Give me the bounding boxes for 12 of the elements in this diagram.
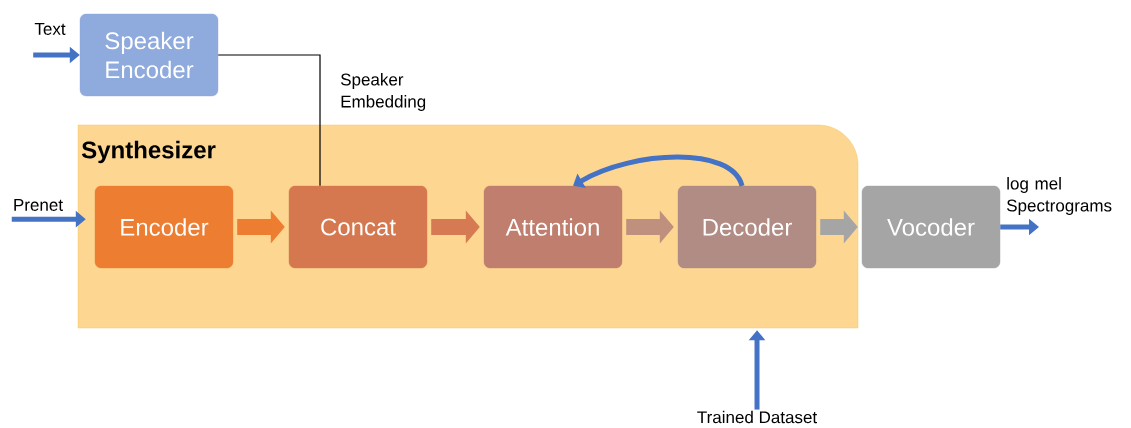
input-label: Prenet [14, 199, 63, 211]
process-box: Attention [483, 185, 623, 269]
encoder-box: Speaker Encoder [79, 13, 219, 97]
process-box: Encoder [94, 185, 234, 269]
edge-label: Speaker Embedding [340, 73, 426, 111]
input-label: log mel Spectrograms [1007, 177, 1112, 215]
input-label: Text [34, 23, 66, 35]
process-box: Decoder [677, 185, 817, 269]
input-label: Trained Dataset [697, 410, 817, 424]
process-box: Concat [288, 185, 428, 269]
arrow [573, 154, 745, 188]
vocoder-box: Vocoder [861, 185, 1001, 269]
